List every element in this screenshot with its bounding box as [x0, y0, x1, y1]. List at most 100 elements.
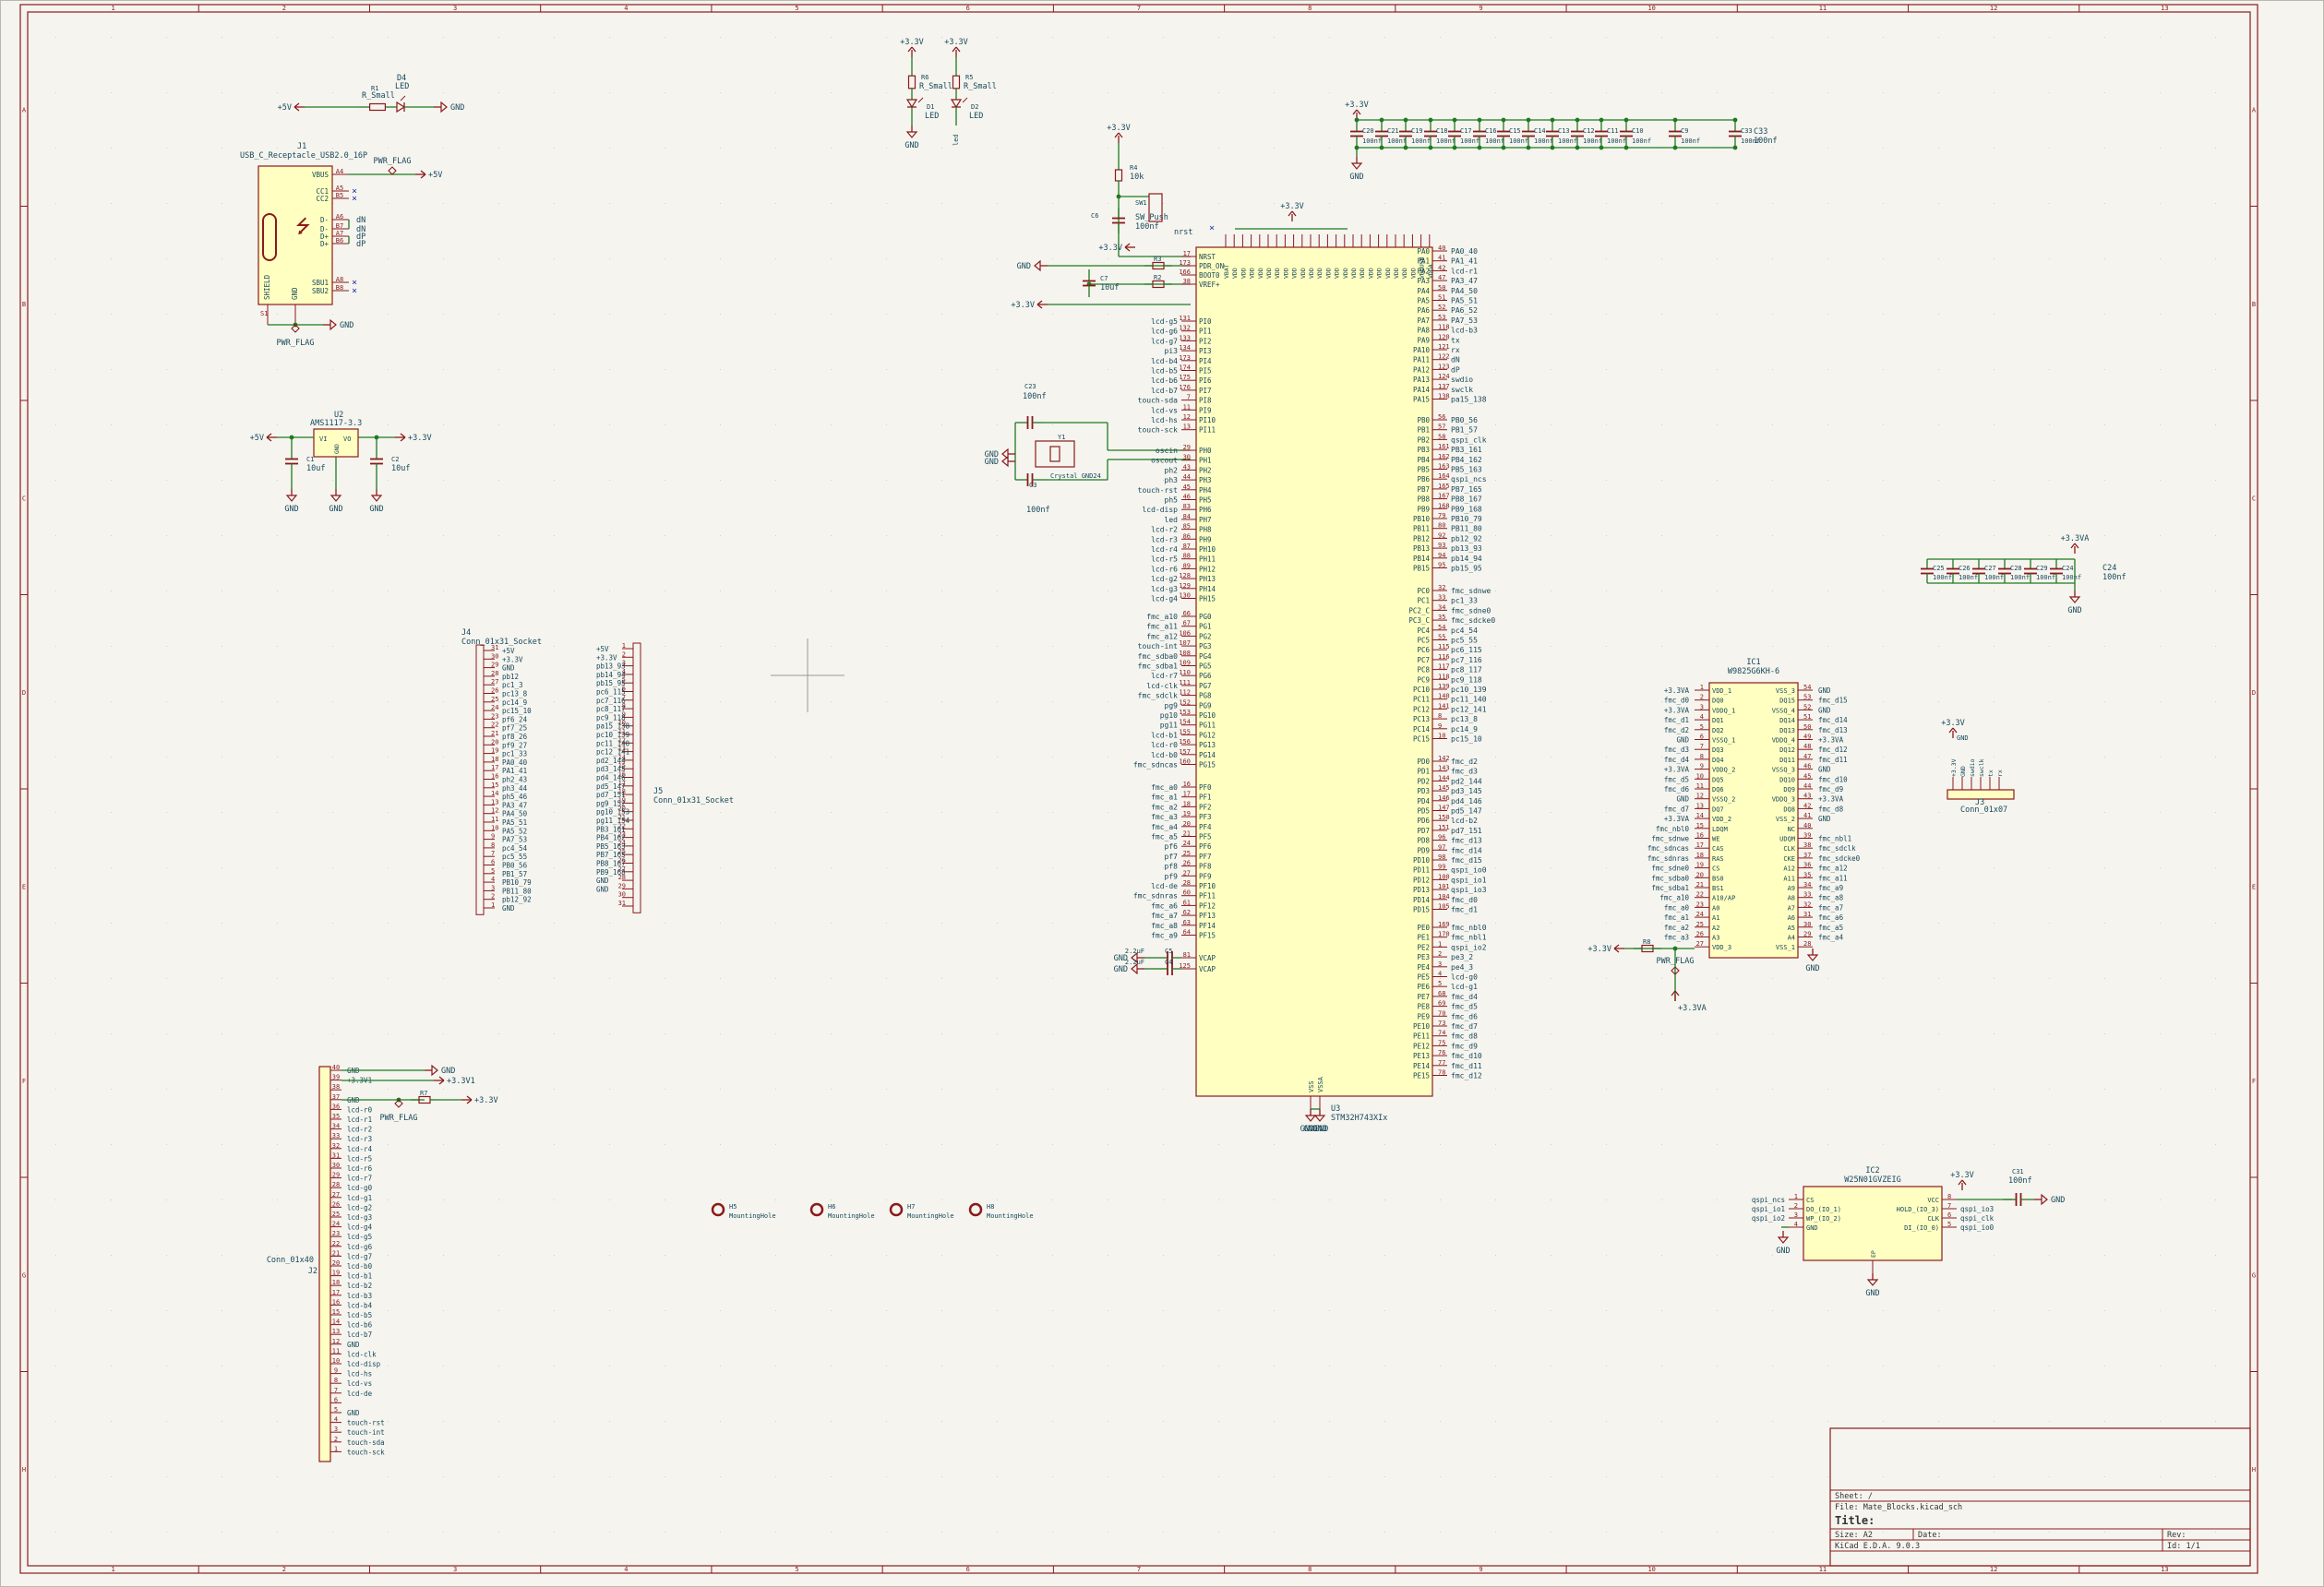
grid-dot — [277, 314, 278, 315]
label: VDDQ_4 — [1772, 737, 1795, 745]
capacitor[interactable] — [2024, 559, 2037, 583]
label: 125 — [1179, 962, 1191, 970]
resistor[interactable] — [1144, 261, 1172, 270]
label: pf7_25 — [502, 724, 527, 733]
led[interactable] — [950, 97, 968, 109]
resistor[interactable] — [952, 66, 961, 98]
label: PG7 — [1199, 682, 1212, 690]
label: 24 — [618, 840, 626, 847]
sheet-path: Sheet: / — [1835, 1492, 1873, 1501]
grid-dot — [997, 37, 998, 38]
sdram-ic1[interactable]: IC1W9825G6KH-6VDD_11+3.3VADQ02fmc_d0VDDQ… — [1587, 658, 1860, 1013]
led[interactable] — [905, 97, 924, 109]
capacitor[interactable] — [370, 447, 383, 475]
grid-dot — [720, 1476, 721, 1477]
label: 25 — [618, 848, 626, 855]
capacitor[interactable] — [1669, 120, 1682, 148]
grid-dot — [775, 646, 776, 647]
led[interactable] — [396, 95, 406, 113]
label: 31 — [491, 644, 498, 651]
grid-dot — [55, 646, 56, 647]
label: DQ5 — [1712, 776, 1724, 783]
capacitor[interactable] — [1083, 269, 1096, 297]
grid-dot — [2215, 812, 2216, 813]
mounting-holes[interactable]: H5MountingHoleH6MountingHoleH7MountingHo… — [711, 1202, 1034, 1220]
mounting-hole-icon[interactable] — [968, 1202, 983, 1217]
capacitor[interactable] — [1158, 951, 1181, 964]
grid-dot — [1052, 92, 1053, 93]
capacitor[interactable] — [2003, 1193, 2034, 1206]
grid-dot — [997, 757, 998, 758]
label: 13 — [491, 798, 498, 805]
grid-dot — [2104, 424, 2105, 425]
grid-dot — [831, 480, 832, 481]
capacitor[interactable] — [1350, 120, 1363, 148]
capacitor[interactable] — [1921, 559, 1934, 583]
label: fmc_sdnras — [1647, 854, 1689, 863]
grid-dot — [997, 1144, 998, 1145]
label: fmc_a12 — [1818, 865, 1848, 873]
flash-ic2[interactable]: IC2W25N01GVZEIGCS1qspi_ncsDO_(IO_1)2qspi… — [1752, 1166, 2065, 1298]
label: lcd-clk — [347, 1350, 377, 1358]
grid-dot — [554, 92, 555, 93]
gnd-symbol: GND — [1017, 259, 1048, 272]
label: PD6 — [1417, 817, 1430, 825]
header-j5[interactable]: 1+5V2+3.3V3pb13_934pb14_945pb15_956pc6_1… — [596, 642, 734, 913]
capacitor[interactable] — [1112, 208, 1125, 233]
grid-dot — [775, 1144, 776, 1145]
resistor[interactable] — [907, 66, 916, 98]
capacitor[interactable] — [1972, 559, 1985, 583]
resistor[interactable] — [1634, 944, 1661, 953]
capacitor[interactable] — [1015, 416, 1045, 429]
label: 50 — [1438, 284, 1445, 292]
grid-dot — [1384, 1476, 1385, 1477]
label: 46 — [1803, 763, 1811, 770]
label: fmc_sdcke0 — [1451, 616, 1495, 625]
label: PF11 — [1199, 892, 1216, 901]
capacitor[interactable] — [1998, 559, 2011, 583]
resistor[interactable] — [1114, 161, 1123, 189]
grid-dot — [443, 812, 444, 813]
capacitor[interactable] — [1947, 559, 1959, 583]
zone-label: H — [22, 1466, 26, 1474]
capacitor[interactable] — [1015, 473, 1045, 486]
label: 17 — [1183, 250, 1191, 257]
capacitor[interactable] — [2050, 559, 2063, 583]
reset-boot-circuit[interactable]: +3.3VR410kSW1SW_PushC6100nfnrst+3.3VGNDR… — [1011, 124, 1192, 310]
mounting-hole-icon[interactable] — [809, 1202, 824, 1217]
capacitor[interactable] — [1729, 120, 1742, 148]
grid-dot — [443, 92, 444, 93]
status-leds[interactable]: +3.3VR6R_SmallD1LEDGND+3.3VR5R_SmallD2LE… — [900, 38, 997, 150]
resistor[interactable] — [358, 102, 397, 112]
decoupling-caps-vdd[interactable]: +3.3VGNDC20100nfC21100nfC19100nfC18100nf… — [1345, 101, 1777, 182]
grid-dot — [277, 1532, 278, 1533]
grid-dot — [1606, 1421, 1607, 1422]
label: GND — [1806, 1224, 1818, 1232]
grid-dot — [2215, 1255, 2216, 1256]
grid-dot — [609, 314, 610, 315]
title-block[interactable]: Sheet: /File: Mate_Blocks.kicad_schTitle… — [1829, 1427, 2251, 1567]
grid-dot — [1163, 1033, 1164, 1034]
label: lcd-g4 — [347, 1223, 373, 1232]
grid-dot — [1938, 92, 1939, 93]
decoupling-caps-vdda[interactable]: +3.3VAC25100nfC26100nfC27100nfC28100nfC2… — [1921, 534, 2126, 615]
grid-dot — [1052, 757, 1053, 758]
mounting-hole-icon[interactable] — [711, 1202, 725, 1217]
label: 9 — [334, 1367, 338, 1375]
grid-dot — [554, 424, 555, 425]
mounting-hole-icon[interactable] — [889, 1202, 904, 1217]
grid-dot — [1606, 258, 1607, 259]
capacitor[interactable] — [285, 447, 298, 475]
resistor[interactable] — [411, 1095, 438, 1104]
capacitor[interactable] — [1158, 962, 1181, 975]
lcd-header-j2[interactable]: 40GND39+3.3V13837GND36lcd-r035lcd-r134lc… — [267, 1064, 498, 1462]
label: C21 — [1387, 127, 1399, 135]
